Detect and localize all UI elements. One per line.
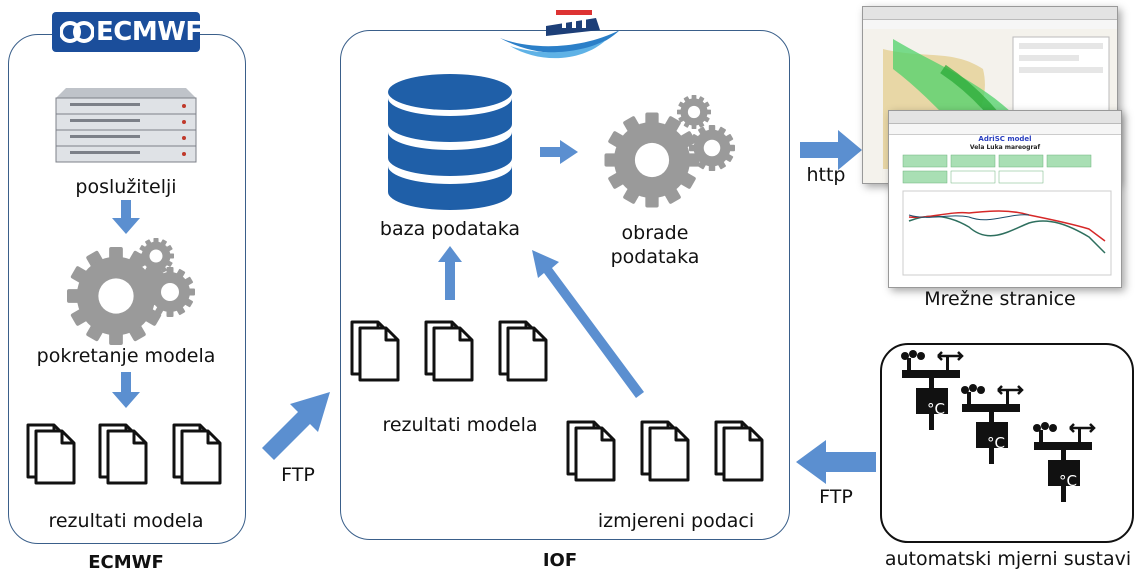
website-title: AdriSC model xyxy=(978,135,1032,143)
servers-label: poslužitelji xyxy=(75,176,177,198)
processing-label-line2: podataka xyxy=(610,246,700,268)
arrow-measured-to-db xyxy=(532,250,644,398)
stations-caption: automatski mjerni sustavi xyxy=(884,548,1132,570)
arrow-db-to-processing xyxy=(540,140,578,164)
ecmwf-results-docs-icon xyxy=(28,425,220,483)
ftp-arrow-to-iof xyxy=(262,392,330,460)
processing-label-line1: obrade xyxy=(621,222,689,244)
model-run-label: pokretanje modela xyxy=(36,345,216,367)
ftp-label-left: FTP xyxy=(281,464,315,486)
http-label: http xyxy=(806,164,846,186)
ecmwf-logo-text: ECMWF xyxy=(96,17,203,47)
website-subtitle: Vela Luka mareograf xyxy=(969,144,1041,151)
measured-data-label: izmjereni podaci xyxy=(597,510,755,532)
arrow-run-to-results xyxy=(112,372,140,408)
database-icon xyxy=(388,74,512,210)
arrow-model-results-to-db xyxy=(438,246,462,300)
web-chart-screenshot: AdriSC model Vela Luka mareograf xyxy=(888,110,1122,288)
weather-station-icon-3 xyxy=(1031,420,1096,504)
weather-station-icon-1 xyxy=(899,348,964,432)
ftp-label-right: FTP xyxy=(819,486,853,508)
station-unit-label-3: °C xyxy=(1059,472,1077,490)
servers-icon xyxy=(55,88,197,163)
ecmwf-caption: ECMWF xyxy=(88,552,164,573)
database-label: baza podataka xyxy=(379,218,521,240)
ftp-arrow-from-stations xyxy=(796,440,876,484)
processing-gear-small-icon xyxy=(677,95,711,129)
iof-measured-docs-icon xyxy=(568,422,762,480)
iof-caption: IOF xyxy=(542,550,578,571)
iof-logo-icon xyxy=(500,10,620,59)
weather-station-icon-2 xyxy=(959,382,1024,466)
ecmwf-logo: ECMWF xyxy=(52,12,203,52)
station-unit-label-1: °C xyxy=(927,400,945,418)
http-arrow xyxy=(800,130,862,170)
iof-model-results-label: rezultati modela xyxy=(382,414,538,436)
ecmwf-results-label: rezultati modela xyxy=(48,510,204,532)
arrow-servers-to-run xyxy=(112,200,140,234)
web-pages-label: Mrežne stranice xyxy=(924,288,1076,310)
station-unit-label-2: °C xyxy=(987,434,1005,452)
iof-model-results-docs-icon xyxy=(352,322,546,380)
processing-gear-large-icon xyxy=(604,112,700,208)
